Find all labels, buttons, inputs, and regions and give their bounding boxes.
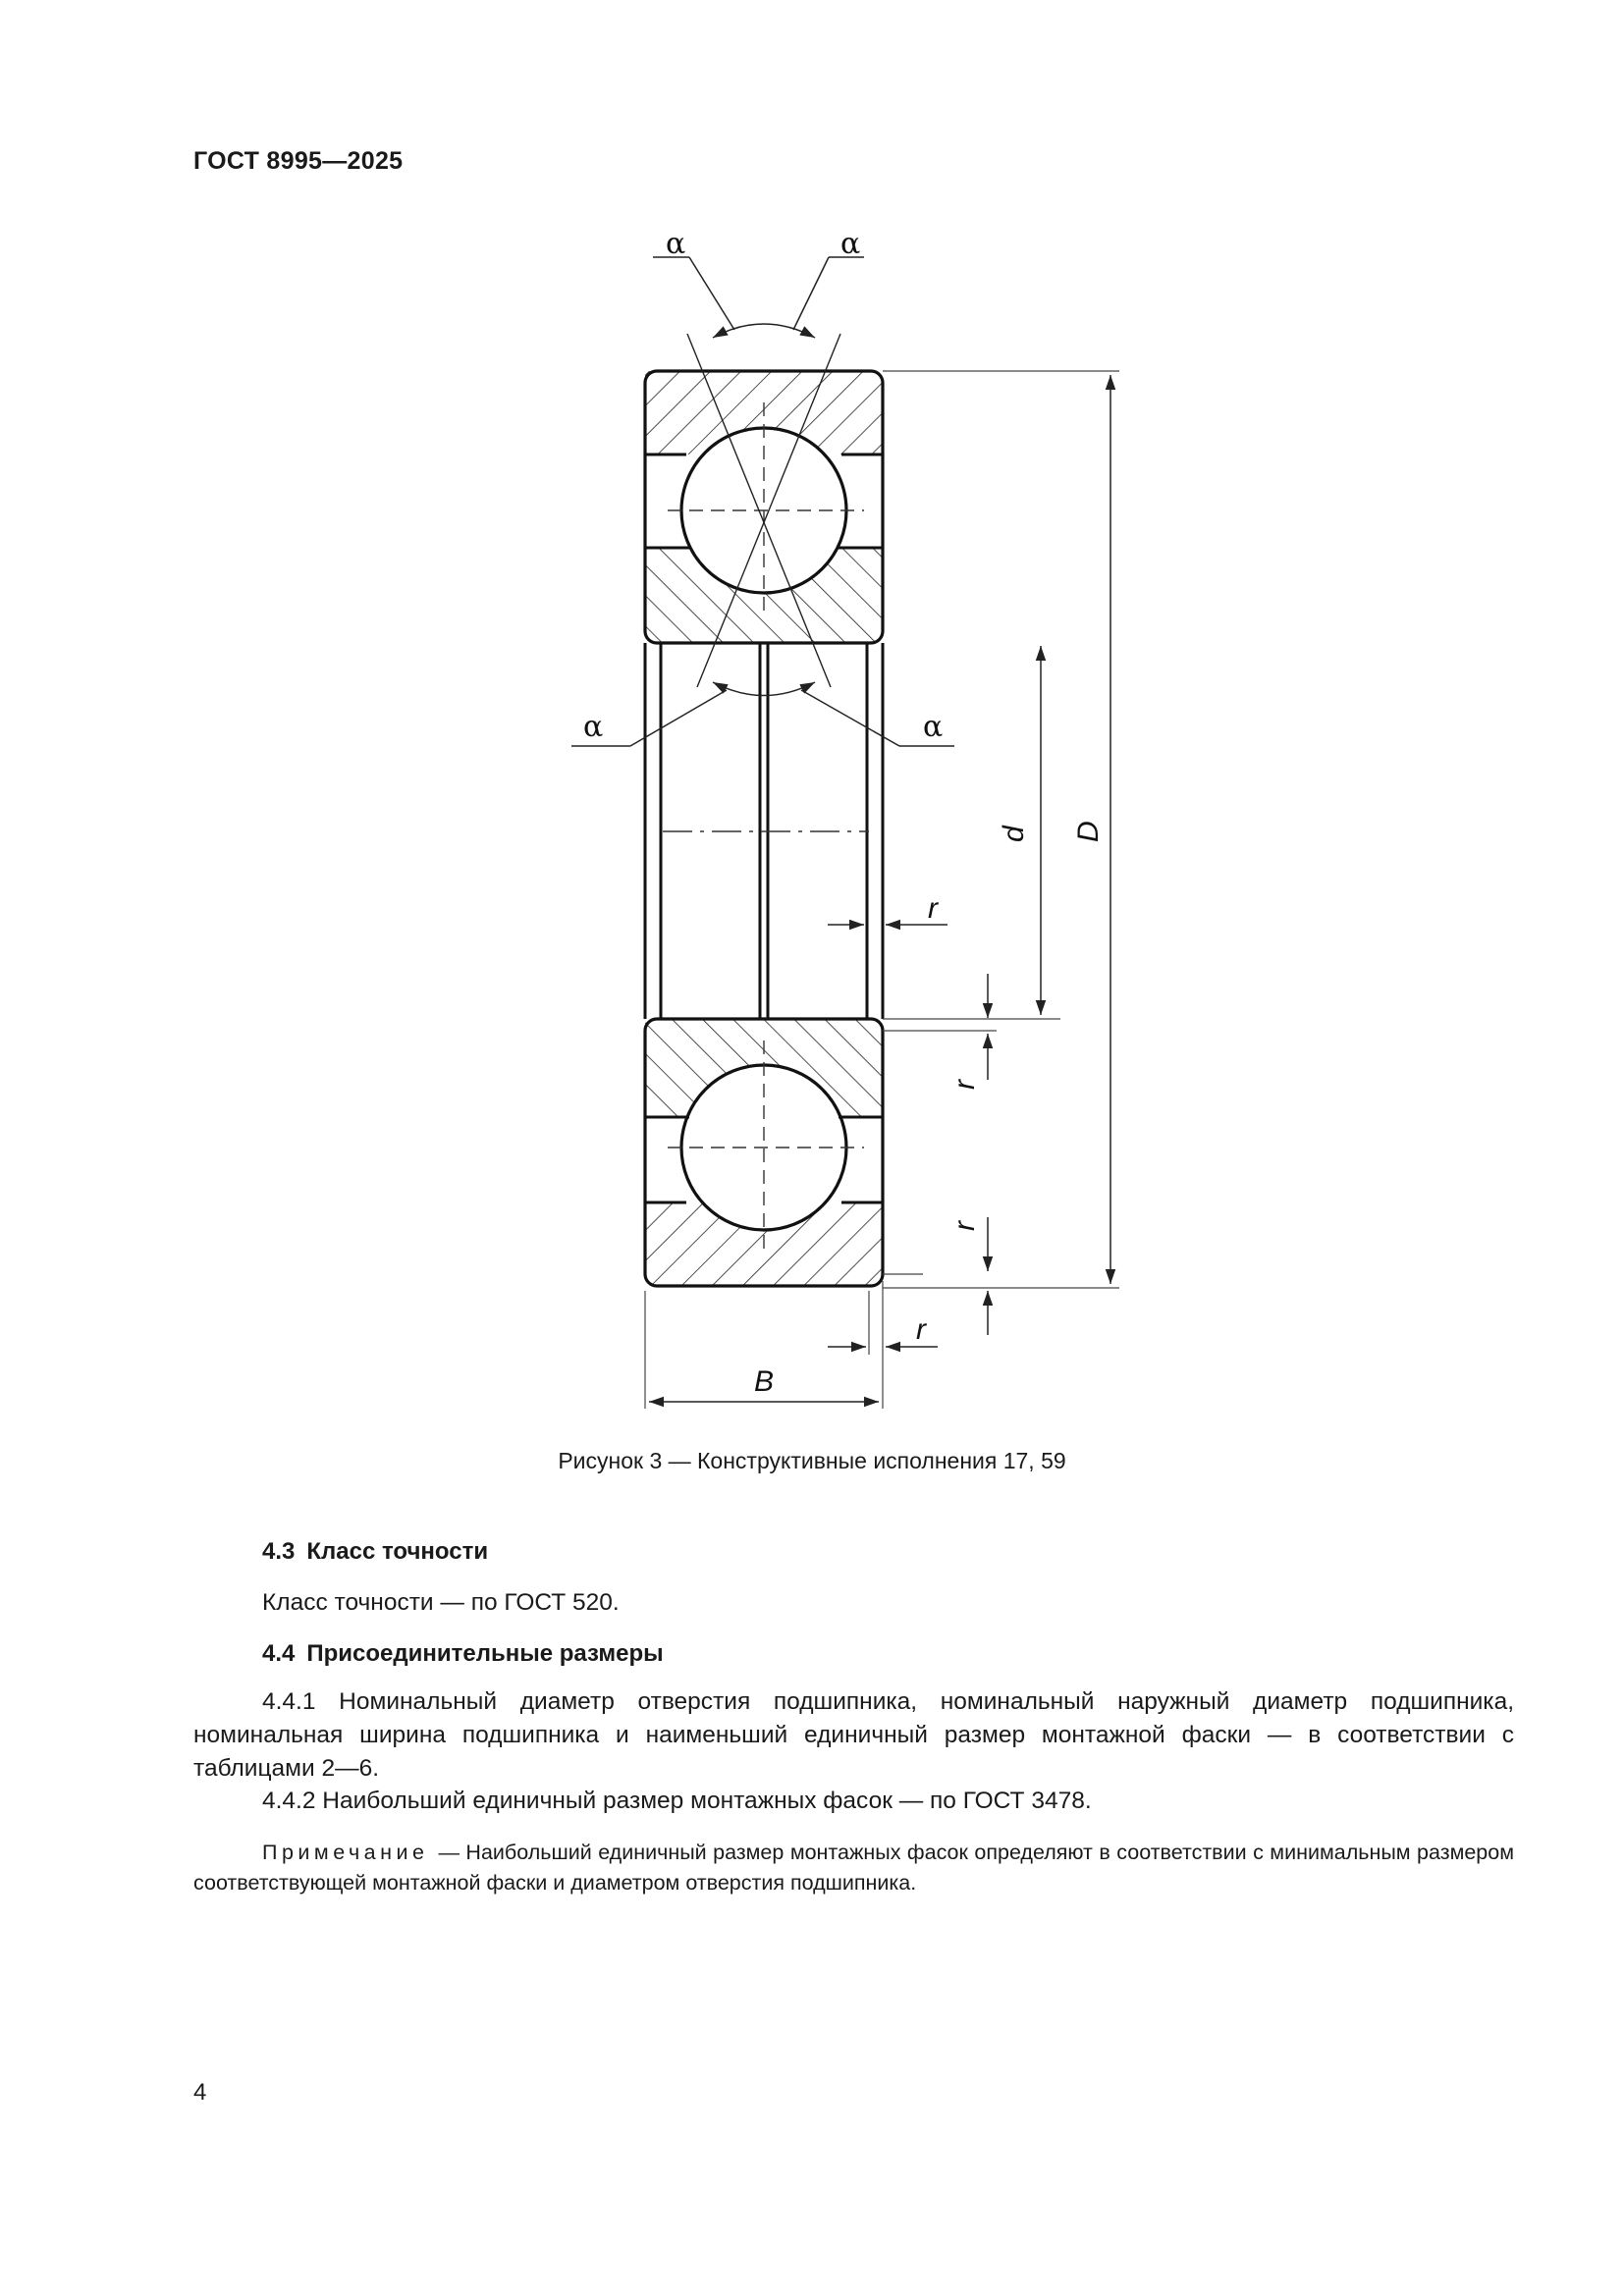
label-B: B <box>754 1365 774 1398</box>
figure-caption: Рисунок 3 — Конструктивные исполнения 17… <box>558 1448 1066 1473</box>
label-d: d <box>998 825 1030 842</box>
paragraph-4-4-1: 4.4.1 Номинальный диаметр отверстия подш… <box>193 1688 1514 1782</box>
section-4-3-text: Класс точности — по ГОСТ 520. <box>262 1589 620 1616</box>
bore-lines <box>643 643 885 1019</box>
note-label: Примечание <box>262 1841 429 1864</box>
paragraph-4-4-2: 4.4.2 Наибольший единичный размер монтаж… <box>262 1788 1092 1814</box>
section-title: Присоединительные размеры <box>306 1640 664 1667</box>
note: Примечание— Наибольший единичный размер … <box>193 1838 1514 1898</box>
upper-ring-section <box>643 333 885 688</box>
document-header: ГОСТ 8995—2025 <box>193 147 404 175</box>
page-number: 4 <box>193 2079 207 2106</box>
lower-ring-section <box>643 1017 885 1288</box>
bearing-drawing: α α α α d D r r r r B <box>550 226 1159 1423</box>
label-D: D <box>1072 821 1105 842</box>
label-r-bore: r <box>928 892 939 925</box>
section-4-3-heading: 4.3 Класс точности <box>262 1538 488 1566</box>
angle-arcs <box>571 256 954 747</box>
label-alpha-bottom-left: α <box>583 710 603 744</box>
section-title: Класс точности <box>306 1538 489 1565</box>
label-r-inner: r <box>948 1079 981 1090</box>
note-text: — Наибольший единичный размер монтажных … <box>193 1841 1514 1895</box>
dimension-lines <box>644 370 1119 1409</box>
section-number: 4.4 <box>262 1640 296 1667</box>
label-r-outer: r <box>948 1220 981 1231</box>
label-alpha-top-left: α <box>666 227 685 261</box>
label-alpha-top-right: α <box>840 227 860 261</box>
section-4-4-heading: 4.4 Присоединительные размеры <box>262 1640 664 1668</box>
label-r-side: r <box>916 1313 927 1346</box>
section-number: 4.3 <box>262 1538 296 1565</box>
label-alpha-bottom-right: α <box>923 710 943 744</box>
